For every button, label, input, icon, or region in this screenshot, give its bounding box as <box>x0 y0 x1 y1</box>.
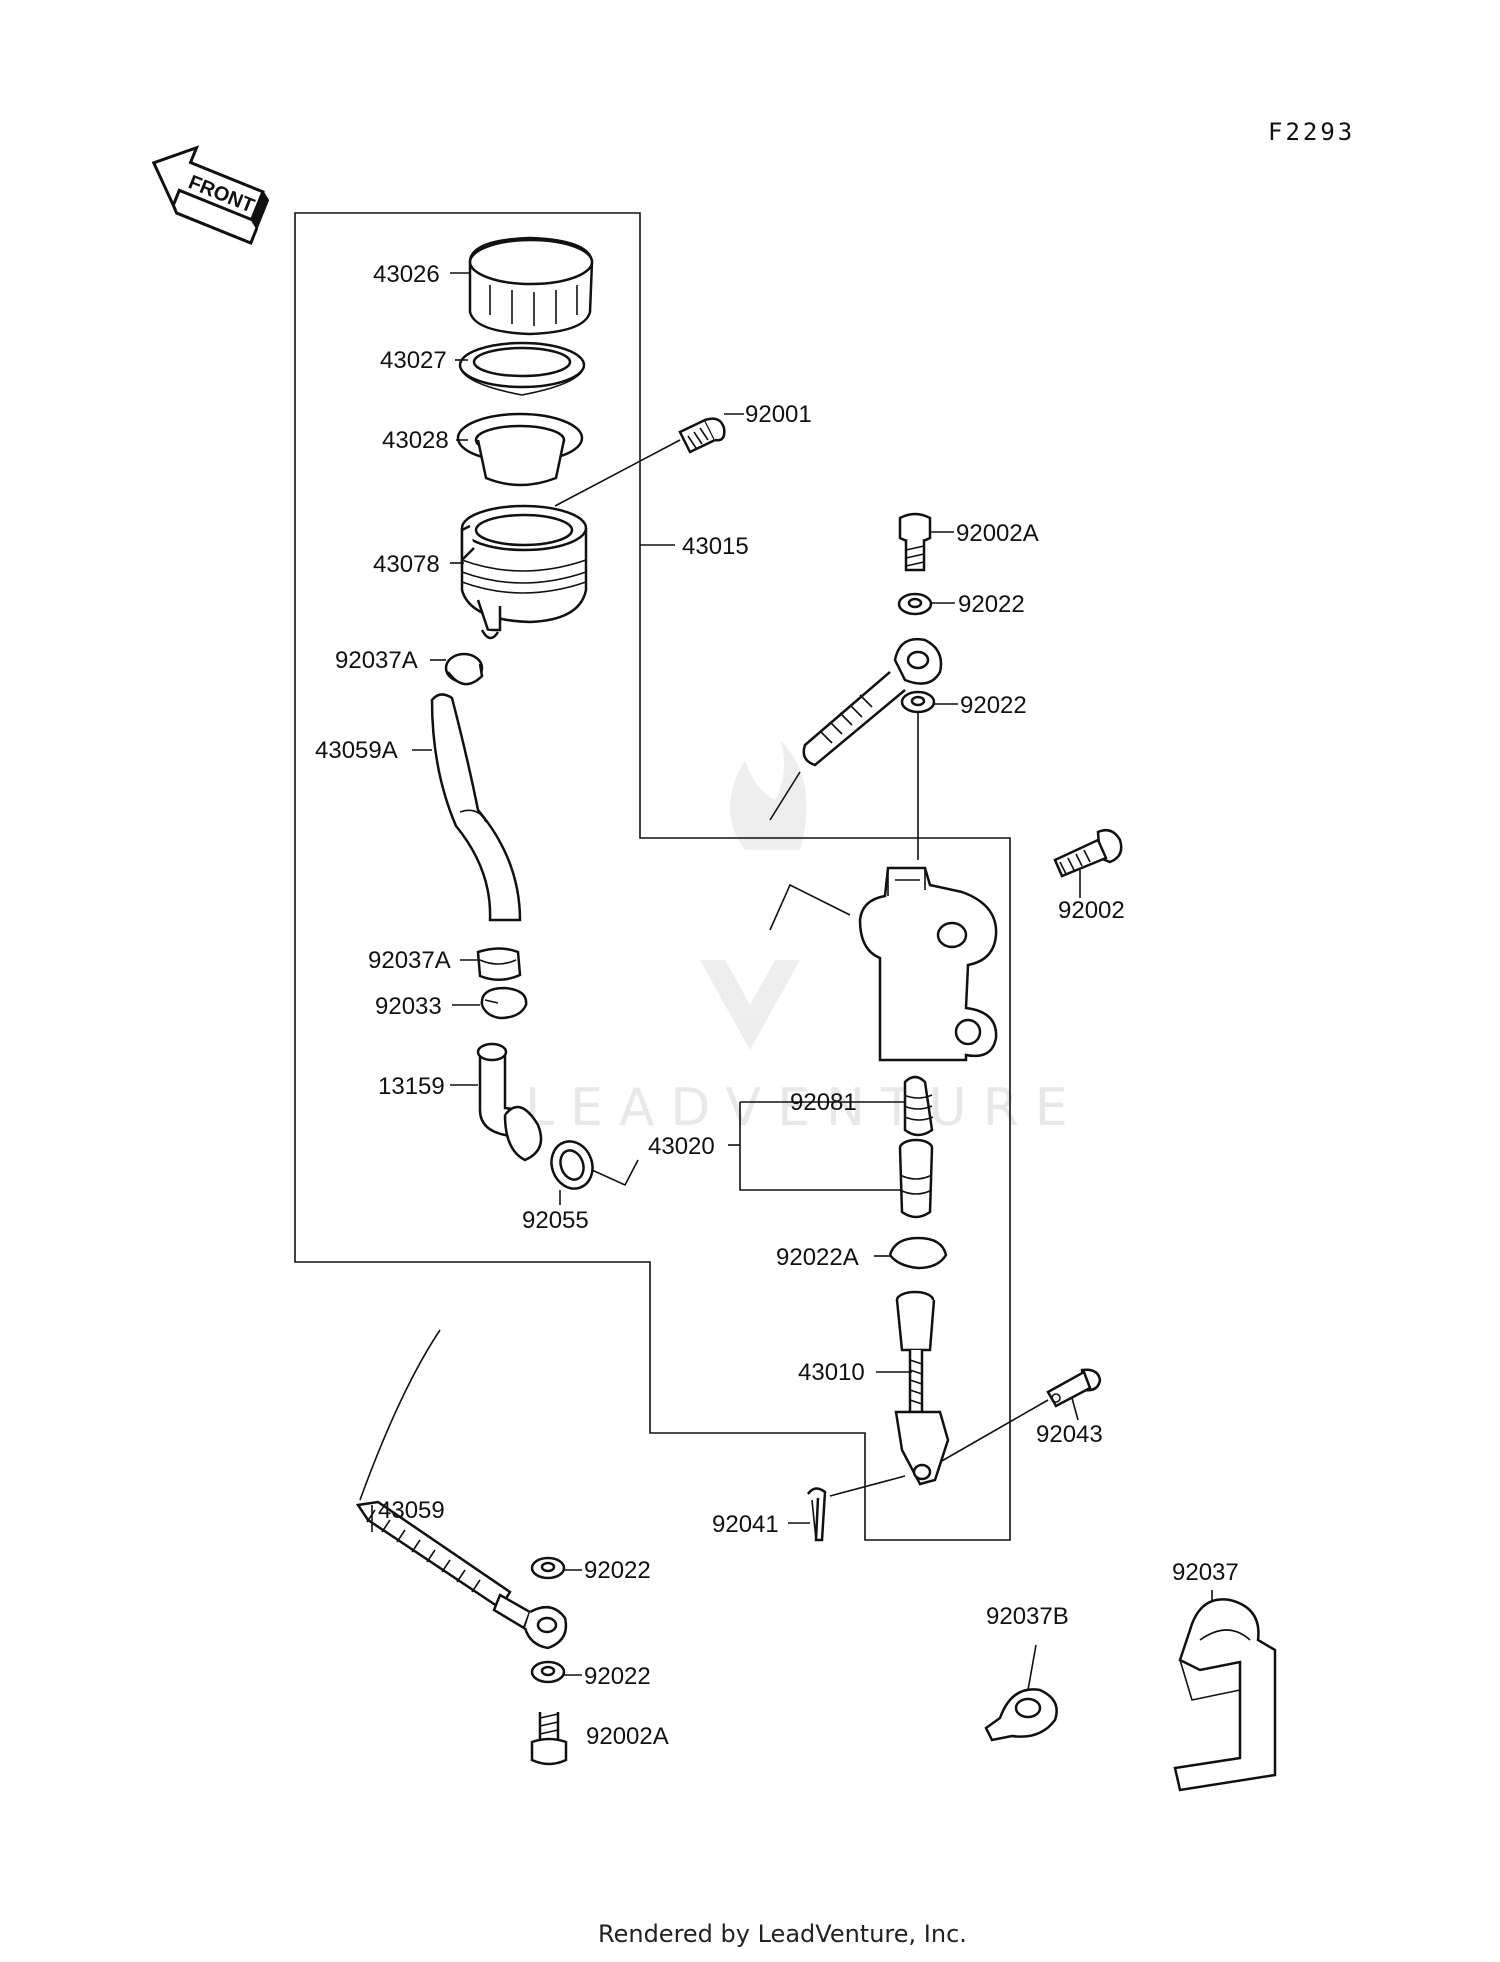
fitting-13159 <box>476 1042 543 1162</box>
assembly-frame-43015 <box>294 212 1011 1541</box>
lower-hose-route <box>359 1329 441 1501</box>
label-92002A-bottom: 92002A <box>586 1723 669 1750</box>
o-ring-92055 <box>550 1140 594 1190</box>
circlip-92033 <box>480 986 528 1020</box>
washer-92022-d <box>530 1660 566 1684</box>
label-92033: 92033 <box>375 993 442 1020</box>
label-13159: 13159 <box>378 1073 445 1100</box>
leader-lines <box>371 272 1213 1691</box>
label-92002: 92002 <box>1058 897 1125 924</box>
reservoir-cap-43026 <box>468 236 594 336</box>
leadventure-watermark: LEADVENTURE <box>525 740 1084 1138</box>
washer-92022-b <box>900 690 936 714</box>
hose-43059A <box>430 693 522 922</box>
label-43027: 43027 <box>380 347 447 374</box>
label-92022-c: 92022 <box>584 1557 651 1584</box>
reservoir-43078 <box>460 504 588 640</box>
leader-92055-line <box>591 1159 639 1187</box>
label-92001: 92001 <box>745 401 812 428</box>
label-43059A: 43059A <box>315 737 398 764</box>
brake-hose-upper <box>802 637 943 767</box>
label-43026: 43026 <box>373 261 440 288</box>
push-rod-43010 <box>894 1290 950 1486</box>
diaphragm-43028 <box>456 412 584 487</box>
label-92002A-top: 92002A <box>956 520 1039 547</box>
washer-92022-c <box>530 1556 566 1580</box>
label-92022-a: 92022 <box>958 591 1025 618</box>
label-43028: 43028 <box>382 427 449 454</box>
label-92055: 92055 <box>522 1207 589 1234</box>
screw-92001 <box>678 417 726 454</box>
label-43010: 43010 <box>798 1359 865 1386</box>
clamp-92037A-top <box>444 652 484 686</box>
master-cylinder-body <box>858 866 998 1062</box>
clevis-pin-92043 <box>1046 1368 1102 1408</box>
leader-92001-to-reservoir <box>554 439 681 507</box>
label-92037B: 92037B <box>986 1603 1069 1630</box>
label-43078: 43078 <box>373 551 440 578</box>
label-43015: 43015 <box>682 533 749 560</box>
label-43020: 43020 <box>648 1133 715 1160</box>
front-arrow-icon: FRONT <box>151 145 270 245</box>
label-92022A: 92022A <box>776 1244 859 1271</box>
cotter-pin-92041 <box>806 1487 827 1542</box>
spring-92081 <box>903 1075 934 1137</box>
label-92043: 92043 <box>1036 1421 1103 1448</box>
hose-to-cylinder-line <box>769 771 801 821</box>
watermark-text: LEADVENTURE <box>525 1078 1084 1138</box>
banjo-bolt-92002A-bottom <box>530 1712 568 1766</box>
cotter-axis-line <box>829 1475 906 1497</box>
label-92081: 92081 <box>790 1089 857 1116</box>
label-92037: 92037 <box>1172 1559 1239 1586</box>
label-92022-b: 92022 <box>960 692 1027 719</box>
clamp-92037B <box>984 1688 1058 1742</box>
washer-92022-a <box>897 592 933 616</box>
clamp-92037A-bottom <box>476 947 522 981</box>
footer-credit: Rendered by LeadVenture, Inc. <box>598 1920 967 1948</box>
label-43059: 43059 <box>378 1497 445 1524</box>
diagram-code: F2293 <box>1268 118 1355 146</box>
bolt-92002 <box>1053 829 1123 878</box>
part-labels: 43026 43027 43028 92001 43078 43015 9200… <box>315 261 1239 1750</box>
circlip-92022A <box>888 1236 948 1270</box>
banjo-bolt-92002A-top <box>898 512 932 572</box>
label-92022-d: 92022 <box>584 1663 651 1690</box>
piston-cup <box>898 1138 934 1219</box>
diaphragm-plate-43027 <box>458 341 586 396</box>
bracket-92037 <box>1173 1598 1277 1792</box>
brake-hose-43059 <box>355 1500 568 1650</box>
label-92037A-top: 92037A <box>335 647 418 674</box>
pin-axis-line <box>939 1399 1049 1463</box>
label-92037A-bottom: 92037A <box>368 947 451 974</box>
cylinder-reference-line <box>769 883 851 931</box>
label-92041: 92041 <box>712 1511 779 1538</box>
